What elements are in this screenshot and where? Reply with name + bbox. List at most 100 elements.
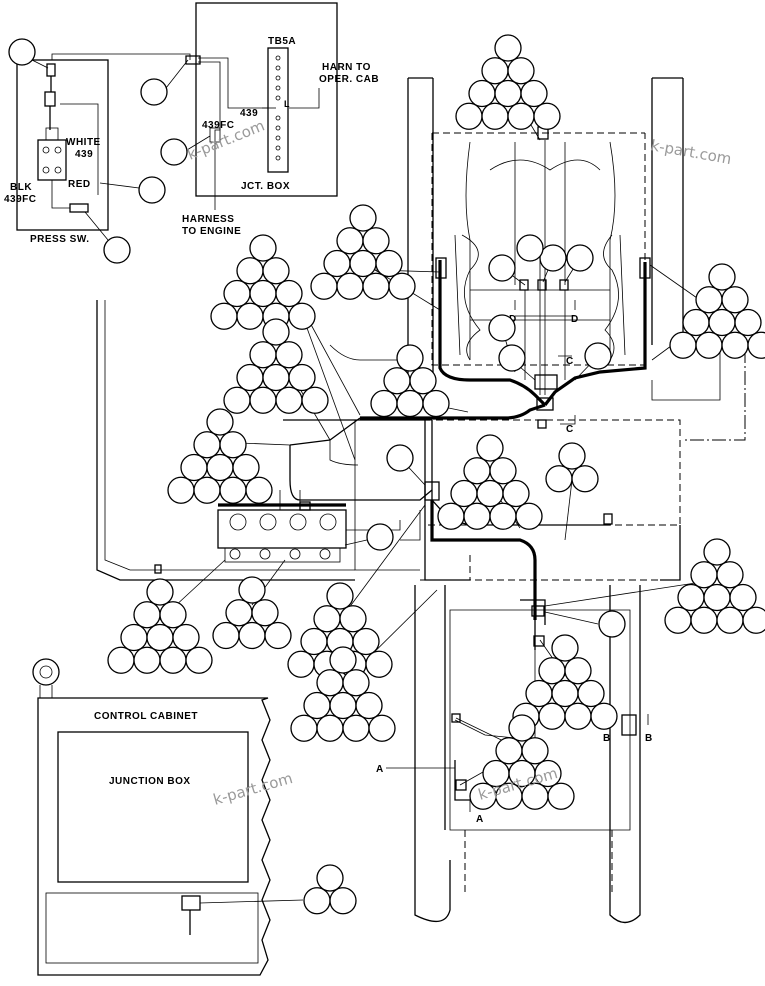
- callout-bubble: [316, 669, 344, 697]
- callout-bubble: [133, 601, 161, 629]
- callout-bubble: [502, 479, 530, 508]
- callout-bubble: [677, 583, 705, 612]
- section-a-bottom: A: [476, 814, 484, 825]
- callout-bubble: [481, 102, 509, 130]
- callout-bubble: [329, 646, 357, 674]
- callout-bubble: [236, 257, 264, 285]
- callout-bubble: [232, 453, 260, 482]
- press-sw-bottom-connector: [69, 203, 89, 213]
- control-cabinet: CONTROL CABINET JUNCTION BOX: [32, 658, 304, 976]
- callout-bubble: [545, 465, 573, 493]
- callout-bubble: [564, 702, 592, 730]
- callout-bubble: [352, 627, 380, 656]
- callout-bubble: [159, 646, 187, 674]
- callout-bubble: [571, 465, 599, 493]
- callout-bubble: [515, 502, 543, 530]
- callout-bubble: [538, 657, 566, 685]
- jct-box-label: JCT. BOX: [241, 181, 290, 192]
- callout-bubble: [316, 864, 344, 892]
- harness-routing: [279, 140, 647, 801]
- callout-bubble: [437, 502, 465, 530]
- callout-bubble: [238, 576, 266, 604]
- engine-outline: [431, 133, 646, 366]
- callout-bubble: [507, 102, 535, 130]
- callout-bubble: [249, 279, 277, 308]
- wire-439-label: 439: [240, 108, 258, 119]
- press-sw-outline: [16, 59, 109, 231]
- callout-bubble: [342, 714, 370, 742]
- terminal-l-label: L: [284, 99, 290, 109]
- callout-bubble: [366, 523, 394, 551]
- callout-bubble: [103, 236, 131, 264]
- press-sw-terminal: [45, 127, 59, 140]
- callout-bubble: [206, 408, 234, 436]
- callout-bubble: [551, 634, 579, 662]
- section-c-upper: C: [566, 356, 574, 367]
- cabinet-lifting-eye: [32, 658, 60, 686]
- callout-bubble: [138, 176, 166, 204]
- callout-bubble: [388, 272, 416, 300]
- callout-bubble: [521, 737, 549, 765]
- blk-439fc-label: 439FC: [4, 194, 37, 205]
- callout-bubble: [370, 389, 398, 418]
- callout-bubble: [703, 538, 731, 566]
- callout-bubble: [167, 476, 195, 504]
- section-c-lower: C: [566, 424, 574, 435]
- callout-bubble: [590, 702, 618, 730]
- callout-bubble: [463, 502, 491, 530]
- callout-bubble: [146, 578, 174, 606]
- callout-bubble: [313, 605, 341, 633]
- inset-panel: TB5A L HARN TO OPER. CAB 439 439FC JCT. …: [4, 2, 379, 264]
- callout-bubble: [721, 286, 749, 314]
- callout-bubble: [107, 646, 135, 674]
- callout-bubble: [533, 102, 561, 130]
- callout-bubble: [238, 621, 266, 650]
- callout-bubble: [538, 702, 566, 730]
- callout-bubble: [140, 78, 168, 106]
- red-label: RED: [68, 179, 91, 190]
- callout-bubble: [742, 606, 765, 634]
- callout-bubble: [690, 561, 718, 589]
- callout-bubble: [495, 737, 523, 765]
- callout-bubble: [172, 623, 200, 652]
- callout-bubble: [516, 234, 544, 262]
- callout-bubble: [8, 38, 36, 66]
- callout-bubble: [219, 431, 247, 459]
- callout-bubble: [716, 606, 744, 634]
- callout-bubble: [288, 363, 316, 392]
- callout-bubble: [716, 561, 744, 589]
- callout-bubble: [383, 367, 411, 395]
- section-d-right: D: [571, 314, 579, 325]
- callout-bubble: [547, 782, 575, 810]
- callout-bubble: [303, 691, 331, 720]
- callout-bubble: [225, 599, 253, 627]
- callout-bubble: [539, 244, 567, 272]
- section-b-left: B: [603, 733, 611, 744]
- callout-bubble: [355, 691, 383, 720]
- white-label: WHITE: [66, 137, 101, 148]
- callout-bubble: [193, 431, 221, 459]
- callout-bubble: [262, 318, 290, 346]
- chassis-frame: [96, 77, 746, 924]
- callout-bubble: [551, 679, 579, 708]
- callout-bubble: [249, 234, 277, 262]
- callout-bubble: [275, 279, 303, 308]
- callout-bubble: [463, 457, 491, 485]
- callout-bubble: [323, 249, 351, 278]
- callout-bubble: [212, 621, 240, 650]
- callout-bubble: [747, 331, 765, 359]
- callout-bubble: [249, 386, 277, 414]
- press-sw-label: PRESS SW.: [30, 234, 90, 245]
- callout-bubble: [534, 759, 562, 788]
- press-sw-fuse: [44, 91, 56, 107]
- callout-bubble: [489, 457, 517, 485]
- blk-label: BLK: [10, 182, 32, 193]
- callout-bubble: [498, 344, 526, 372]
- callout-bubble: [455, 102, 483, 130]
- callout-bubble: [708, 308, 736, 337]
- callout-bubble: [290, 714, 318, 742]
- callout-bubble: [450, 479, 478, 508]
- callout-bubble: [245, 476, 273, 504]
- callout-bubble: [362, 227, 390, 255]
